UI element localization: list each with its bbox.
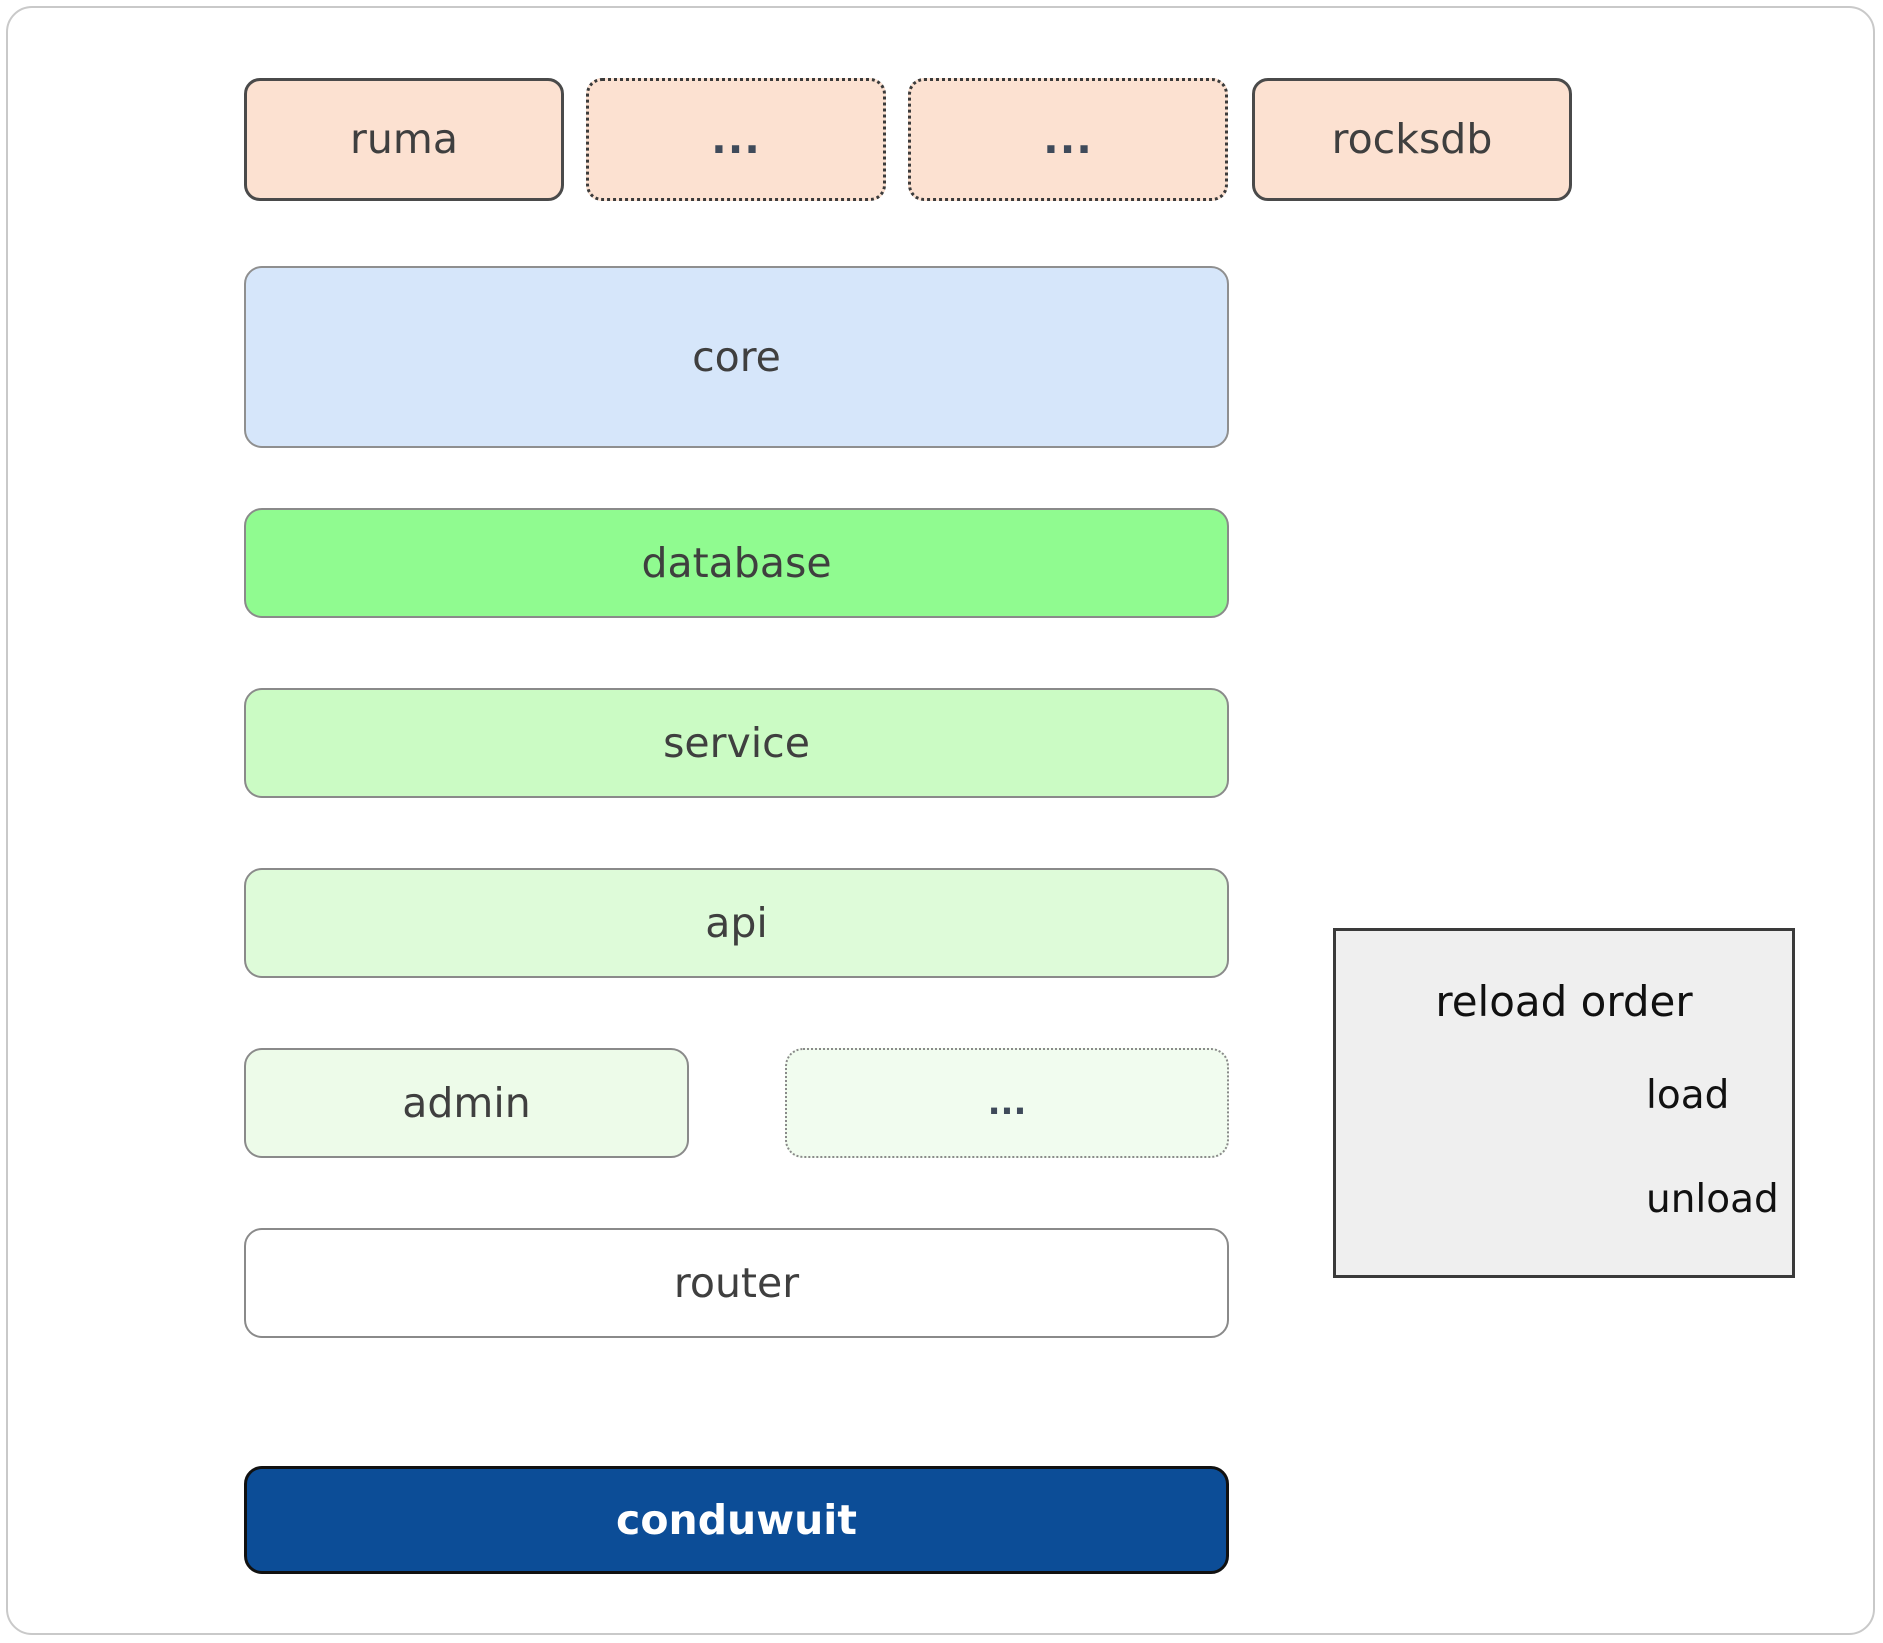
dep-box-ellipsis-2[interactable]: ... — [908, 78, 1228, 201]
crate-label-admin: admin — [402, 1078, 531, 1127]
crate-box-service[interactable]: service — [244, 688, 1229, 798]
legend-label-load: load — [1646, 1073, 1730, 1118]
dep-box-ruma[interactable]: ruma — [244, 78, 564, 201]
crate-box-database[interactable]: database — [244, 508, 1229, 618]
crate-label-ellipsis: ... — [987, 1083, 1027, 1123]
crate-box-api[interactable]: api — [244, 868, 1229, 978]
crate-box-router[interactable]: router — [244, 1228, 1229, 1338]
crate-box-admin[interactable]: admin — [244, 1048, 689, 1158]
core-box[interactable]: core — [244, 266, 1229, 448]
binary-box-conduwuit[interactable]: conduwuit — [244, 1466, 1229, 1574]
crate-label-router: router — [673, 1258, 800, 1307]
legend-label-unload: unload — [1646, 1177, 1779, 1222]
dep-label-ellipsis-1: ... — [711, 115, 761, 163]
core-label: core — [692, 332, 781, 381]
dep-box-ellipsis-1[interactable]: ... — [586, 78, 886, 201]
dep-label-ellipsis-2: ... — [1043, 115, 1093, 163]
dep-box-rocksdb[interactable]: rocksdb — [1252, 78, 1572, 201]
crate-label-api: api — [705, 898, 768, 947]
diagram-frame — [6, 6, 1875, 1635]
legend-title: reload order — [1435, 977, 1693, 1026]
binary-label-conduwuit: conduwuit — [616, 1495, 857, 1544]
dep-label-ruma: ruma — [350, 115, 458, 163]
crate-label-service: service — [663, 718, 810, 767]
crate-box-ellipsis[interactable]: ... — [785, 1048, 1229, 1158]
legend-panel: reload order load unload — [1333, 928, 1795, 1278]
dep-label-rocksdb: rocksdb — [1331, 115, 1493, 163]
crate-label-database: database — [641, 538, 832, 587]
